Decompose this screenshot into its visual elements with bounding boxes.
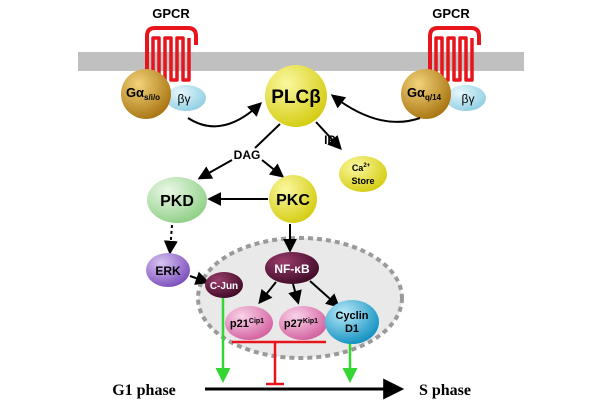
arrow-pkd-to-erk bbox=[163, 224, 178, 255]
cjun-label: C-Jun bbox=[210, 281, 238, 292]
plc-beta-label: PLCβ bbox=[271, 87, 321, 108]
gpcr-left-receptor bbox=[145, 26, 198, 82]
cki-inhibition-bar bbox=[232, 340, 326, 386]
g-alpha-right-label: Gαq/14 bbox=[407, 85, 442, 102]
erk-label: ERK bbox=[155, 264, 181, 278]
arrow-gs-to-plc bbox=[187, 102, 263, 128]
ca-store-label-1: Ca2+ bbox=[352, 163, 371, 173]
arrow-nfkb-to-p21 bbox=[258, 281, 277, 305]
arrow-nfkb-to-cyclin bbox=[309, 280, 341, 308]
ca-store-node bbox=[339, 156, 387, 192]
gpcr-left-label: GPCR bbox=[152, 6, 190, 21]
arrow-plc-to-dag bbox=[254, 123, 281, 149]
arrow-dag-to-pkd bbox=[197, 159, 233, 180]
arrow-plc-to-ip3 bbox=[315, 121, 342, 151]
pkd-node bbox=[147, 177, 207, 223]
beta-gamma-right bbox=[446, 85, 486, 111]
plc-beta-node bbox=[265, 65, 327, 127]
arrow-dag-to-pkc bbox=[261, 159, 285, 178]
p27-label: p27Kip1 bbox=[284, 318, 318, 330]
dag-label: DAG bbox=[234, 148, 261, 162]
nfkb-label: NF-κB bbox=[274, 262, 310, 276]
pkc-node bbox=[269, 175, 317, 223]
pkd-label: PKD bbox=[160, 193, 194, 210]
arrow-nfkb-to-p27 bbox=[288, 283, 302, 305]
gpcr-right-receptor bbox=[428, 26, 481, 82]
g1-phase-label: G1 phase bbox=[112, 382, 176, 399]
pkc-label: PKC bbox=[276, 192, 310, 209]
cyclin-d1-node bbox=[325, 300, 379, 344]
cyclin-d1-label-1: Cyclin bbox=[335, 310, 368, 322]
beta-gamma-left-label: βγ bbox=[178, 92, 191, 106]
g-alpha-right bbox=[401, 69, 451, 119]
g-alpha-left bbox=[121, 69, 171, 119]
arrow-gq-to-plc bbox=[330, 94, 421, 123]
p21-label: p21Cip1 bbox=[230, 318, 264, 330]
ca-store-label-2: Store bbox=[351, 176, 374, 186]
g-alpha-left-label: Gαs/i/o bbox=[126, 85, 160, 102]
beta-gamma-left bbox=[166, 85, 206, 111]
arrow-erk-to-cjun bbox=[189, 271, 210, 285]
erk-node bbox=[146, 253, 190, 287]
gpcr-right-label: GPCR bbox=[432, 6, 470, 21]
p27-node bbox=[279, 306, 327, 340]
s-phase-label: S phase bbox=[419, 382, 471, 399]
nfkb-node bbox=[265, 252, 319, 284]
cjun-node bbox=[205, 272, 243, 298]
ip3-label: IP3 bbox=[324, 133, 340, 150]
cyclin-d1-label-2: D1 bbox=[345, 323, 359, 335]
p21-node bbox=[225, 306, 273, 340]
beta-gamma-right-label: βγ bbox=[462, 92, 475, 106]
